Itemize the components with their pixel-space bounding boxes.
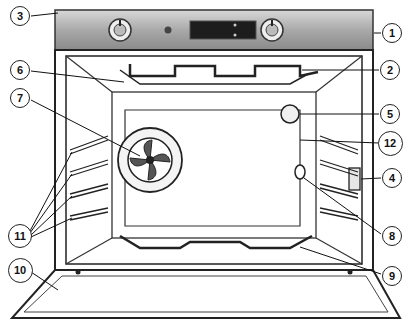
callout-number: 7 — [10, 88, 30, 108]
sensor — [295, 165, 305, 179]
callout-number: 3 — [10, 6, 30, 26]
callout-number: 8 — [382, 226, 402, 246]
callout-number: 4 — [382, 168, 402, 188]
bottom-element — [120, 236, 312, 248]
callout-number: 10 — [8, 258, 33, 283]
callout-number: 2 — [380, 60, 400, 80]
callout-number: 9 — [382, 266, 402, 286]
control-panel — [55, 10, 373, 50]
fan — [128, 138, 172, 182]
lamp — [281, 105, 299, 123]
knob — [109, 19, 131, 41]
leader-lines — [30, 13, 381, 290]
oven-frame — [55, 50, 373, 270]
callout-number: 5 — [380, 104, 400, 124]
fan-cover — [118, 128, 182, 192]
grill-element — [130, 64, 318, 76]
door — [12, 270, 400, 318]
callout-number: 1 — [382, 23, 402, 43]
display — [190, 21, 256, 39]
button — [165, 27, 172, 34]
callout-number: 11 — [8, 224, 32, 248]
back-wall — [112, 92, 316, 238]
callout-number: 6 — [10, 60, 30, 80]
knob — [261, 19, 283, 41]
shelf-rails — [70, 136, 358, 220]
callout-number: 12 — [378, 131, 403, 156]
